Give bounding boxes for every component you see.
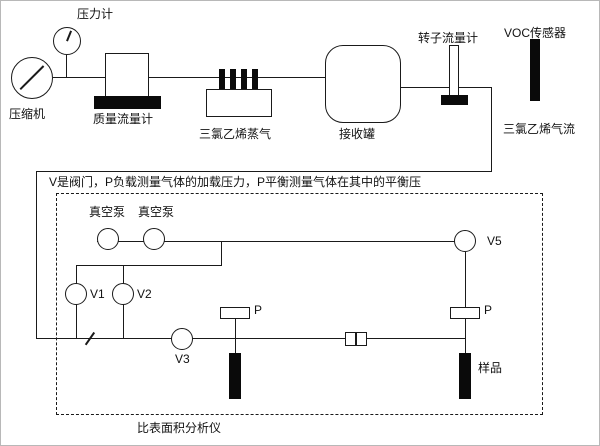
analyzer-enclosure <box>56 193 543 415</box>
rotameter-base <box>441 95 468 105</box>
compressor-icon <box>11 57 53 99</box>
receiver-tank-label: 接收罐 <box>339 127 376 141</box>
pressure-left-label: P <box>254 303 263 317</box>
voc-sensor-bar <box>530 39 540 101</box>
inline-cell-icon <box>345 332 367 346</box>
analyzer-name-label: 比表面积分析仪 <box>137 421 222 435</box>
pipe-main-left <box>53 77 333 79</box>
pipe-analyzer-main <box>36 338 466 340</box>
mass-flow-meter-base <box>94 96 161 109</box>
vacuum-pump-right-icon <box>143 228 165 250</box>
tce-gas-stream-label: 三氯乙烯气流 <box>503 122 576 136</box>
valve-v5-icon <box>454 230 476 252</box>
sample-label: 样品 <box>478 361 503 375</box>
pressure-gauge-icon <box>53 27 81 55</box>
pipe-return-top <box>36 171 492 173</box>
sample-tube-left <box>229 353 241 399</box>
vacuum-pump-left-label: 真空泵 <box>89 205 126 219</box>
valve-v5-label: V5 <box>487 234 502 248</box>
legend-note: V是阀门，P负载测量气体的加载压力，P平衡测量气体在其中的平衡压 <box>49 175 422 189</box>
gauge-needle-icon <box>66 30 72 42</box>
sample-tube-right <box>459 353 471 399</box>
tce-vapor-body <box>206 89 272 117</box>
valve-v2-label: V2 <box>137 287 152 301</box>
valve-v2-icon <box>112 283 134 305</box>
receiver-tank-body <box>325 45 401 123</box>
rotameter-tube <box>449 45 459 96</box>
valve-v1-label: V1 <box>90 287 105 301</box>
valve-v3-label: V3 <box>175 352 190 366</box>
vacuum-pump-right-label: 真空泵 <box>138 205 175 219</box>
branch-vertical <box>221 241 223 266</box>
pipe-down-left <box>36 171 38 339</box>
pressure-transducer-right <box>450 307 480 319</box>
vacuum-pump-left-icon <box>97 228 119 250</box>
pressure-transducer-left <box>220 307 250 319</box>
vapor-fins-icon <box>219 69 258 89</box>
pump-manifold-line <box>97 241 455 243</box>
mass-flow-meter-label: 质量流量计 <box>93 112 154 126</box>
p-left-stem <box>235 319 237 354</box>
v5-down-line <box>465 252 467 308</box>
valve-v3-icon <box>171 328 193 350</box>
compressor-diagonal <box>19 65 44 90</box>
pipe-main-right <box>397 87 492 89</box>
valve-v1-icon <box>65 283 87 305</box>
rotameter-label: 转子流量计 <box>418 31 479 45</box>
pressure-right-label: P <box>484 303 493 317</box>
p-right-stem <box>465 319 467 354</box>
pipe-down-right <box>491 87 493 172</box>
valve-manifold-line <box>76 265 222 267</box>
compressor-label: 压缩机 <box>9 107 46 121</box>
voc-sensor-label: VOC传感器 <box>504 26 567 40</box>
mass-flow-meter-body <box>105 53 149 97</box>
tce-vapor-label: 三氯乙烯蒸气 <box>199 127 272 141</box>
gauge-stem <box>66 55 68 77</box>
pressure-gauge-label: 压力计 <box>77 7 114 21</box>
